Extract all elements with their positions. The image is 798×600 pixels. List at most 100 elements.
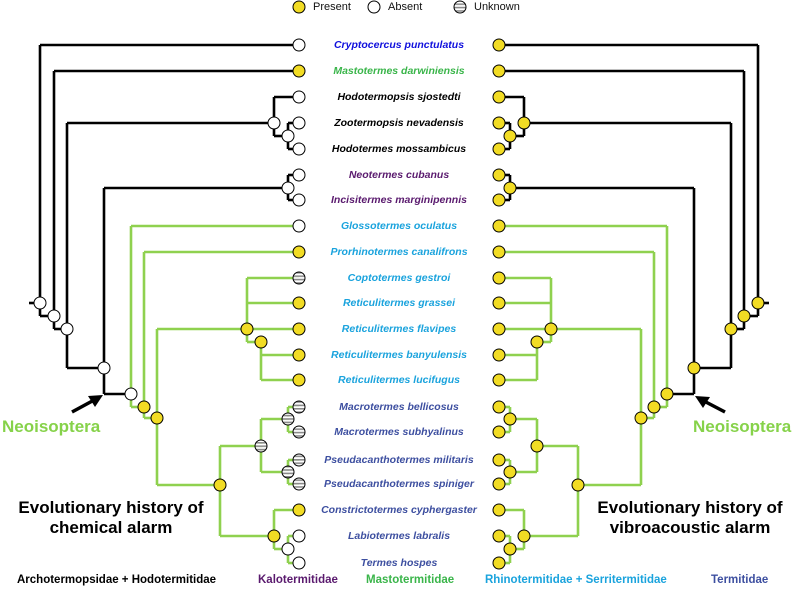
legend-absent-label: Absent [388,1,423,13]
left-node-rhino_term [150,411,164,425]
right-tip-21 [492,556,506,570]
legend-unknown-marker [453,0,467,14]
legend-absent-marker [367,0,381,14]
right-node-reti_b [544,322,558,336]
taxon-label: Pseudacanthotermes militaris [324,454,474,466]
taxon-label: Macrotermes subhyalinus [334,426,464,438]
right-tip-16 [492,425,506,439]
legend-unknown-label: Unknown [474,1,520,13]
right-node-rhino_term [634,411,648,425]
right-node-prorhino [647,400,661,414]
taxon-label: Labiotermes labralis [347,530,451,542]
taxon-label: Neotermes cubanus [348,169,450,181]
taxon-label: Hodotermes mossambicus [331,143,467,155]
family-termitidae: Termitidae [711,574,769,586]
right-tip-5 [492,142,506,156]
right-node-pseuda [503,465,517,479]
chemical-tree-branches [29,43,299,565]
family-rhinotermitidae: Rhinotermitidae + Serritermitidae [485,574,667,586]
left-node-macpse [254,439,268,453]
left-node-termitidae [213,478,227,492]
right-node-nasuti [517,529,531,543]
left-node-prorhino [137,400,151,414]
left-node-lab_termes [281,542,295,556]
vibro-title: Evolutionary history of vibroacoustic al… [582,498,798,538]
left-tip-11 [292,296,306,310]
left-tip-2 [292,64,306,78]
left-tip-18 [292,477,306,491]
taxon-label: Mastotermes darwiniensis [333,65,465,77]
taxon-label: Incisitermes marginipennis [331,194,467,206]
left-tip-7 [292,193,306,207]
right-tip-14 [492,373,506,387]
right-tip-2 [492,64,506,78]
left-node-kalo_neo [97,361,111,375]
left-tip-3 [292,90,306,104]
left-node-macro [281,412,295,426]
legend-present-marker [292,0,306,14]
vibro-title-line1: Evolutionary history of [597,498,783,517]
left-node-hodo_outer [267,116,281,130]
left-tip-13 [292,348,306,362]
left-tip-20 [292,529,306,543]
right-node-macpse [530,439,544,453]
right-tip-3 [492,90,506,104]
chemical-tree-nodes [33,38,306,570]
taxon-label: Reticulitermes banyulensis [331,349,467,361]
taxon-label: Cryptocercus punctulatus [333,39,465,51]
vibroacoustic-tree-nodes [492,38,765,570]
right-tip-19 [492,503,506,517]
chemical-title: Evolutionary history of chemical alarm [0,498,222,538]
right-tip-13 [492,348,506,362]
left-node-nasuti [267,529,281,543]
legend-markers [292,0,467,14]
family-kalotermitidae: Kalotermitidae [258,574,338,586]
taxon-label: Prorhinotermes canalifrons [330,246,468,258]
right-tip-10 [492,271,506,285]
neoisoptera-left-label: Neoisoptera [2,417,101,436]
right-tip-12 [492,322,506,336]
right-node-hodo_inner [503,129,517,143]
right-tip-6 [492,168,506,182]
right-arrow-head [695,396,710,408]
right-tip-20 [492,529,506,543]
right-node-lab_termes [503,542,517,556]
left-tip-9 [292,245,306,259]
neoisoptera-arrows [71,395,726,414]
right-tip-4 [492,116,506,130]
left-node-archo [60,322,74,336]
legend-present-label: Present [313,1,351,13]
taxon-label: Hodotermopsis sjostedti [337,91,461,103]
left-node-reti_b [240,322,254,336]
left-node-neoisoptera [124,387,138,401]
right-tip-18 [492,477,506,491]
right-tip-11 [492,296,506,310]
taxon-label: Pseudacanthotermes spiniger [324,478,474,490]
left-tip-1 [292,38,306,52]
taxon-label: Coptotermes gestroi [347,272,451,284]
left-tip-19 [292,503,306,517]
left-tip-10 [292,271,306,285]
right-node-neoisoptera [660,387,674,401]
left-node-hodo_inner [281,129,295,143]
right-tip-17 [492,453,506,467]
taxon-label: Zootermopsis nevadensis [334,117,464,129]
chemical-title-line2: chemical alarm [49,518,173,537]
right-tip-7 [492,193,506,207]
left-tip-8 [292,219,306,233]
left-tip-16 [292,425,306,439]
taxon-label: Reticulitermes flavipes [341,323,457,335]
right-node-hodo_outer [517,116,531,130]
right-tip-1 [492,38,506,52]
taxon-label: Termes hospes [360,557,438,569]
right-node-root [751,296,765,310]
right-node-macro [503,412,517,426]
right-node-kalo_neo [687,361,701,375]
right-tip-15 [492,400,506,414]
right-tip-8 [492,219,506,233]
left-node-root [33,296,47,310]
left-tip-14 [292,373,306,387]
taxon-label: Glossotermes oculatus [340,220,458,232]
taxon-label: Constrictotermes cyphergaster [321,504,477,516]
